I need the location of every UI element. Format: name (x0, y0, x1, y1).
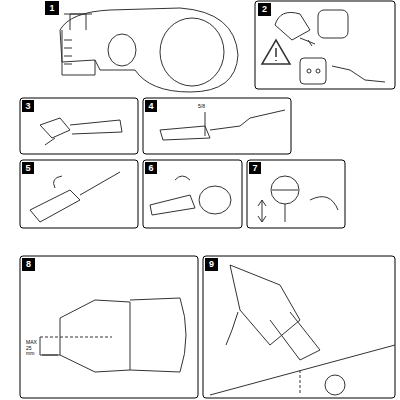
step-number-badge: 9 (205, 258, 218, 271)
attachment (270, 312, 320, 360)
wall-socket (300, 58, 326, 84)
step-number: 6 (148, 164, 153, 173)
panel-frames (20, 1, 395, 398)
hand (310, 197, 338, 210)
tool-body (230, 265, 300, 345)
dimension-label: MAX 25 mm (26, 340, 40, 357)
depth-drawing (40, 298, 186, 372)
bit-line (40, 337, 112, 338)
step-number-badge: 5 (22, 162, 34, 174)
thumb-screw (64, 14, 92, 30)
panel-frame (203, 256, 395, 398)
step-drawings (30, 110, 338, 222)
attachment-dial (108, 34, 136, 66)
warning-triangle (262, 40, 290, 64)
panel-frame (143, 98, 291, 154)
panel-frame (255, 1, 395, 89)
step-number: 7 (252, 164, 257, 173)
step-number-badge: 6 (145, 162, 157, 174)
step-number-badge: 7 (249, 162, 261, 174)
panel-frame (20, 256, 198, 398)
socket-hole (316, 69, 320, 73)
adjust-arrow (258, 200, 266, 222)
size-label: 5/8 (198, 104, 218, 110)
step-number: 1 (49, 4, 54, 13)
detail-circle (325, 375, 345, 395)
tool-body (272, 190, 298, 222)
panel-frame (247, 160, 345, 228)
step-number: 9 (209, 260, 214, 269)
bit (205, 112, 206, 136)
dimension-line (40, 337, 60, 355)
step-number-badge: 1 (45, 1, 59, 15)
attachment-side (60, 300, 130, 372)
tool-body (130, 298, 186, 372)
work-surface (210, 345, 395, 395)
panel-frame (20, 160, 138, 228)
cutting-drawing (210, 265, 395, 395)
tool-end (275, 12, 310, 40)
attachment-drawing (60, 8, 238, 92)
rotate-arrow (54, 176, 62, 188)
attachment (199, 186, 231, 214)
battery (318, 10, 348, 38)
power-cord (332, 66, 385, 82)
attachment-opening (160, 18, 224, 86)
step-number: 4 (148, 102, 153, 111)
step-number: 2 (262, 5, 267, 14)
tool-with-wrench (30, 172, 120, 222)
bit (226, 312, 238, 345)
tool-body (150, 195, 195, 215)
attachment-collar (62, 30, 95, 75)
removal-arrow (300, 38, 315, 46)
warning-mark (275, 48, 277, 61)
tool-nose (160, 110, 285, 140)
bit-line (300, 370, 301, 395)
step-number: 8 (26, 260, 31, 269)
step-number-badge: 2 (258, 3, 271, 16)
step-number: 5 (25, 164, 30, 173)
tool-nose (40, 118, 122, 138)
attachment-body (60, 8, 238, 92)
panel-frame (20, 98, 138, 154)
rotate-arrow (175, 176, 190, 180)
scale-marks (64, 40, 72, 64)
step-number-badge: 8 (22, 258, 35, 271)
socket-hole (307, 69, 311, 73)
unplug-drawing (262, 10, 385, 84)
panel-frame (143, 160, 242, 228)
arrow (45, 138, 55, 145)
step-number-badge: 4 (145, 100, 157, 112)
step-number-badge: 3 (22, 100, 34, 112)
step-number: 3 (25, 102, 30, 111)
